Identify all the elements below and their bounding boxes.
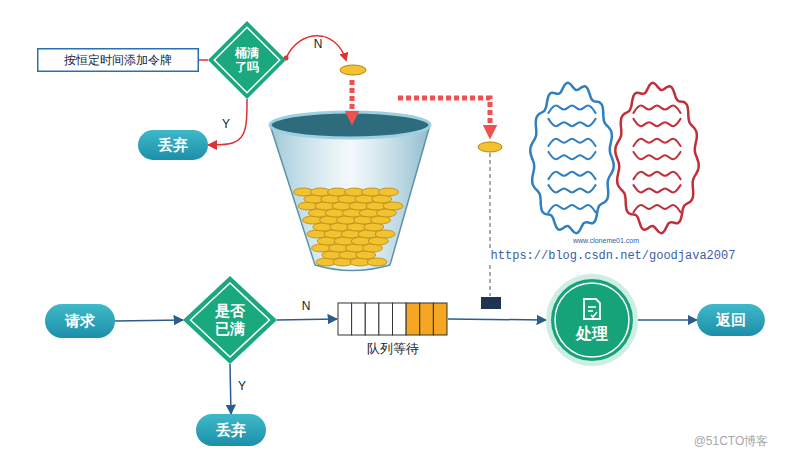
diamond-inner-line xyxy=(191,283,270,357)
brain-hemisphere xyxy=(615,83,698,233)
pill-fill xyxy=(45,304,115,338)
pill-fill xyxy=(138,130,208,160)
node-text: 丢弃 xyxy=(158,136,188,154)
process-circle: 处理 xyxy=(546,274,638,366)
box-outline xyxy=(38,49,199,72)
brain-fold xyxy=(548,205,596,213)
terminal-pill: 请求 xyxy=(45,304,115,338)
flow-arrow xyxy=(277,319,337,320)
circle-inner-line xyxy=(555,283,629,357)
icon-strokes xyxy=(588,307,597,317)
pill-fill xyxy=(196,414,266,446)
queue-box-shape xyxy=(337,302,448,336)
icon-outline xyxy=(584,299,600,319)
node-text: 丢弃 xyxy=(216,421,246,439)
queue-cell xyxy=(338,303,352,335)
circle-fill xyxy=(551,279,633,361)
node-text: 处理 xyxy=(576,324,608,343)
branch-label: Y xyxy=(236,379,248,393)
brain-fold xyxy=(548,139,596,147)
token-arrow xyxy=(286,36,346,60)
terminal-pill: 丢弃 xyxy=(138,130,208,160)
brain-picture xyxy=(530,83,698,233)
brain-fold xyxy=(548,106,596,114)
decision-diamond: 是否 已满 xyxy=(183,276,277,364)
bucket-body xyxy=(270,125,430,271)
brain-fold xyxy=(548,172,596,180)
coin xyxy=(379,188,399,196)
brain-fold xyxy=(633,106,681,114)
diamond-fill xyxy=(183,276,277,364)
node-text: 按恒定时间添加令牌 xyxy=(64,53,172,67)
brain-fold xyxy=(633,118,681,126)
token-bucket xyxy=(270,112,430,271)
blog-watermark: @51CTO博客 xyxy=(692,433,771,450)
token-coin xyxy=(340,65,366,75)
dashed-arrow xyxy=(398,98,490,132)
diamond-fill xyxy=(208,21,286,99)
node-text: 请求 xyxy=(65,312,95,330)
coin-pile xyxy=(294,188,404,266)
flow-arrow xyxy=(230,364,231,414)
pill-fill xyxy=(697,304,765,336)
diamond-inner-line xyxy=(214,27,280,93)
queue-cell xyxy=(393,303,407,335)
branch-label: N xyxy=(312,37,325,51)
brain-fold xyxy=(633,151,681,159)
site-watermark: www.cloneme01.com xyxy=(571,237,641,244)
node-text: 返回 xyxy=(716,311,746,329)
token-drop-line xyxy=(490,153,491,296)
queue-cell xyxy=(433,303,447,335)
coin xyxy=(375,230,395,238)
queue-caption: 队列等待 xyxy=(367,341,419,357)
token-block xyxy=(481,297,501,309)
circle-halo xyxy=(546,274,638,366)
brain-fold xyxy=(633,184,681,192)
flow-arrow xyxy=(638,319,697,321)
queue-cell xyxy=(365,303,379,335)
document-icon xyxy=(581,297,603,321)
queue-cell xyxy=(379,303,393,335)
coin xyxy=(383,202,403,210)
brain-fold xyxy=(548,151,596,159)
node-text: 桶满 了吗 xyxy=(233,46,261,75)
queue-cell xyxy=(420,303,434,335)
token-coin xyxy=(478,142,502,152)
brain-fold xyxy=(633,139,681,147)
branch-label: Y xyxy=(220,117,232,131)
brain-fold xyxy=(548,184,596,192)
terminal-pill: 返回 xyxy=(697,304,765,336)
flow-arrow xyxy=(115,320,183,321)
process-circle-shape xyxy=(546,274,638,366)
flow-arrow xyxy=(448,319,546,320)
brain-fold xyxy=(633,172,681,180)
decision-diamond: 桶满 了吗 xyxy=(208,21,286,99)
queue-cell xyxy=(352,303,366,335)
queue-box: 队列等待 xyxy=(337,302,448,336)
brain-hemisphere xyxy=(530,83,613,233)
brain-fold xyxy=(633,205,681,213)
terminal-pill: 丢弃 xyxy=(196,414,266,446)
queue-cell xyxy=(406,303,420,335)
coin xyxy=(367,258,387,266)
flow-arrow xyxy=(199,59,208,61)
process-box: 按恒定时间添加令牌 xyxy=(37,48,199,72)
node-text: 是否 已满 xyxy=(213,302,248,338)
branch-label: N xyxy=(300,299,313,313)
flow-arrow xyxy=(208,99,247,145)
brain-fold xyxy=(548,118,596,126)
url-watermark: https://blog.csdn.net/goodjava2007 xyxy=(489,249,738,263)
dashed-arrow xyxy=(350,80,355,118)
